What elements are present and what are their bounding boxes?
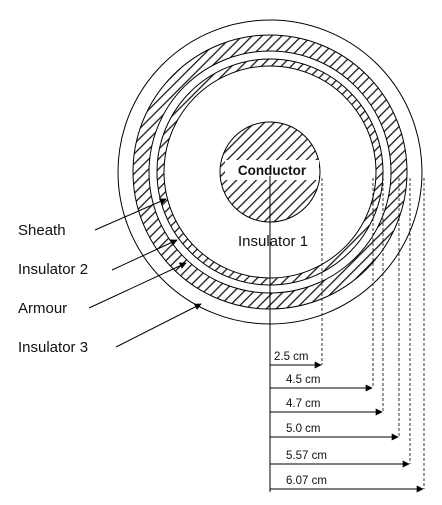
dimension-label: 4.5 cm [286, 374, 321, 386]
armour-label: Armour [18, 300, 67, 317]
conductor-label-backdrop [225, 160, 319, 180]
insulator3-arrow [115, 303, 202, 348]
dimension-label: 2.5 cm [274, 351, 309, 363]
sheath-arrow [94, 198, 167, 231]
dimension-lines-group: 2.5 cm 4.5 cm 4.7 cm 5.0 cm 5.57 cm 6.07 cm [270, 178, 425, 493]
insulator1-label: Insulator 1 [238, 233, 308, 250]
dimension-label: 5.57 cm [286, 450, 327, 462]
dimension-label: 4.7 cm [286, 398, 321, 410]
insulator2-arrow [111, 239, 178, 271]
dimension-label: 5.0 cm [286, 423, 321, 435]
armour-arrow [88, 262, 187, 309]
insulator2-label: Insulator 2 [18, 261, 88, 278]
sheath-label: Sheath [18, 222, 66, 239]
conductor-label: Conductor [238, 163, 307, 178]
insulator3-label: Insulator 3 [18, 339, 88, 356]
dimension-label: 6.07 cm [286, 475, 327, 487]
